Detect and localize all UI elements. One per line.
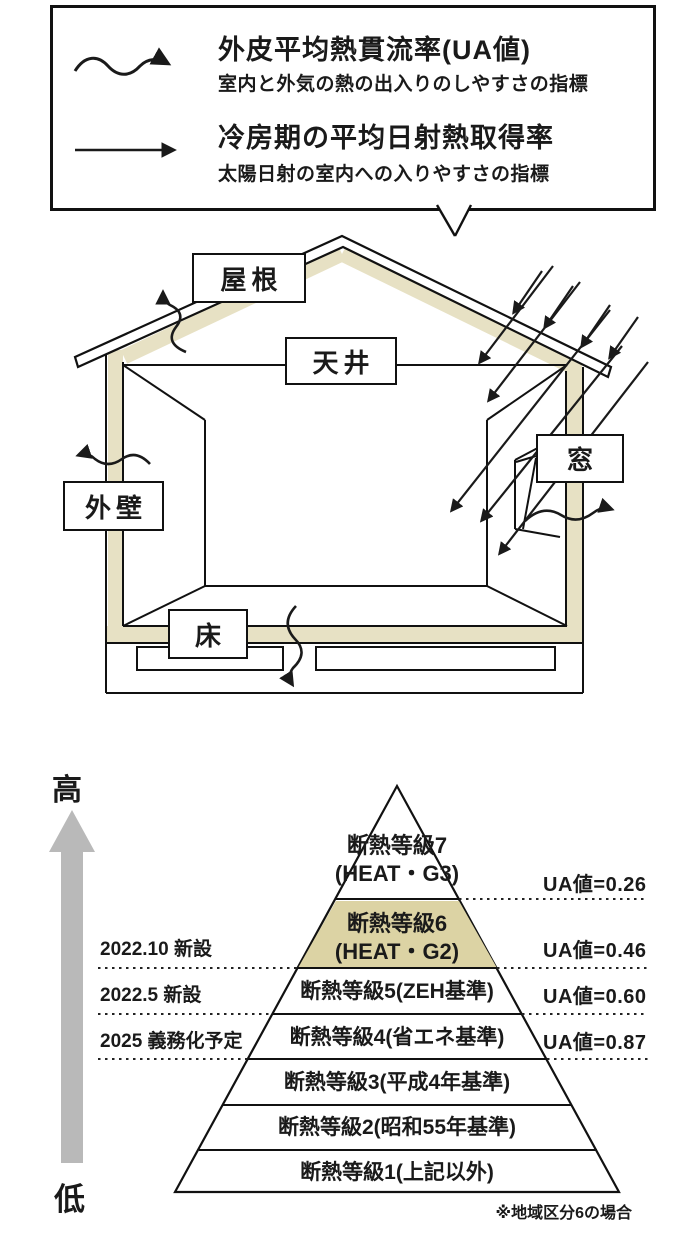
footnote: ※地域区分6の場合 — [495, 1205, 632, 1222]
scale-arrow — [49, 810, 95, 1163]
ua-value-grade4: UA値=0.87 — [543, 1032, 647, 1054]
wavy-arrow-icon — [73, 47, 172, 76]
pyramid-row-4: 断熱等級4(省エネ基準) — [290, 1024, 505, 1052]
speech-tail — [435, 204, 473, 237]
ua-value-grade5: UA値=0.60 — [543, 986, 647, 1008]
row-label: 断熱等級5(ZEH基準) — [300, 980, 494, 1003]
label-box-window: 窓 — [536, 434, 624, 483]
pyramid-row-6: 断熱等級6 (HEAT・G2) — [335, 910, 459, 966]
ua-value-grade7: UA値=0.26 — [543, 874, 647, 896]
scale-low-label: 低 — [54, 1182, 85, 1217]
heat-loss-wavy-arrows — [75, 289, 615, 688]
row-sublabel: (HEAT・G3) — [334, 861, 460, 886]
legend-title-solar: 冷房期の平均日射熱取得率 — [218, 123, 554, 153]
label-box-floor: 床 — [168, 609, 248, 659]
legend-symbols — [73, 47, 177, 158]
row-label: 断熱等級4(省エネ基準) — [289, 1026, 505, 1049]
dotted-reference-lines — [98, 898, 648, 1060]
grade6-highlight — [298, 901, 497, 968]
pyramid-outline — [173, 783, 621, 1194]
legend-desc-ua: 室内と外気の熱の出入りのしやすさの指標 — [218, 74, 589, 95]
row-label: 断熱等級7 — [346, 833, 448, 858]
pyramid-row-5: 断熱等級5(ZEH基準) — [300, 978, 494, 1006]
legend-title-ua: 外皮平均熱貫流率(UA値) — [218, 35, 531, 65]
legend-desc-solar: 太陽日射の室内への入りやすさの指標 — [218, 164, 550, 185]
legend-box: 外皮平均熱貫流率(UA値) 室内と外気の熱の出入りのしやすさの指標 冷房期の平均… — [50, 5, 656, 211]
ua-value-grade6: UA値=0.46 — [543, 940, 647, 962]
pyramid-row-7: 断熱等級7 (HEAT・G3) — [335, 832, 459, 888]
grade-pyramid — [49, 783, 648, 1194]
label-box-roof: 屋根 — [192, 253, 306, 303]
timeline-note-grade4: 2025 義務化予定 — [100, 1031, 243, 1052]
scale-high-label: 高 — [52, 774, 82, 807]
row-label: 断熱等級3(平成4年基準) — [283, 1071, 511, 1094]
label-box-wall: 外壁 — [63, 481, 164, 531]
row-label: 断熱等級1(上記以外) — [300, 1161, 494, 1184]
label-box-ceiling: 天井 — [285, 337, 397, 385]
row-label: 断熱等級6 — [346, 911, 448, 936]
pyramid-row-1: 断熱等級1(上記以外) — [300, 1159, 494, 1187]
row-dividers — [199, 898, 597, 1151]
row-label: 断熱等級2(昭和55年基準) — [277, 1116, 517, 1139]
pyramid-row-2: 断熱等級2(昭和55年基準) — [278, 1114, 516, 1142]
timeline-note-grade5: 2022.5 新設 — [100, 985, 202, 1006]
row-sublabel: (HEAT・G2) — [334, 939, 460, 964]
roof-plank — [73, 234, 613, 379]
pyramid-row-3: 断熱等級3(平成4年基準) — [284, 1069, 510, 1097]
timeline-note-grade6: 2022.10 新設 — [100, 939, 212, 960]
